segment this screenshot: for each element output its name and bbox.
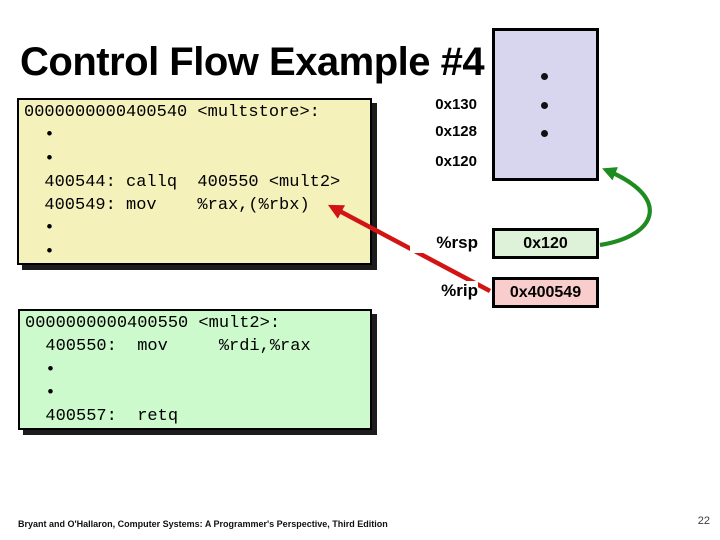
stack-ellipsis-dot [541,102,548,109]
page-number: 22 [697,515,710,527]
rip-register-value: 0x400549 [492,277,599,308]
stack-address-0x120: 0x120 [435,153,477,170]
rip-register-label: %rip [410,281,478,301]
multstore-disassembly-box: 0000000000400540 <multstore>: • • 400544… [17,98,372,265]
mult2-disassembly-code: 0000000000400550 <mult2>: 400550: mov %r… [25,314,311,427]
slide-title: Control Flow Example #4 [20,40,485,84]
attribution-text: Bryant and O'Hallaron, Computer Systems:… [18,519,388,529]
stack-ellipsis-dot [541,73,548,80]
mult2-disassembly-box: 0000000000400550 <mult2>: 400550: mov %r… [18,309,372,430]
stack-diagram-box [492,28,599,181]
rsp-to-stack-arrow [599,167,652,248]
rsp-register-value: 0x120 [492,228,599,259]
stack-address-0x130: 0x130 [435,96,477,113]
stack-ellipsis-dot [541,130,548,137]
multstore-disassembly-code: 0000000000400540 <multstore>: • • 400544… [24,103,341,262]
stack-address-0x128: 0x128 [435,123,477,140]
rsp-register-label: %rsp [410,233,478,253]
